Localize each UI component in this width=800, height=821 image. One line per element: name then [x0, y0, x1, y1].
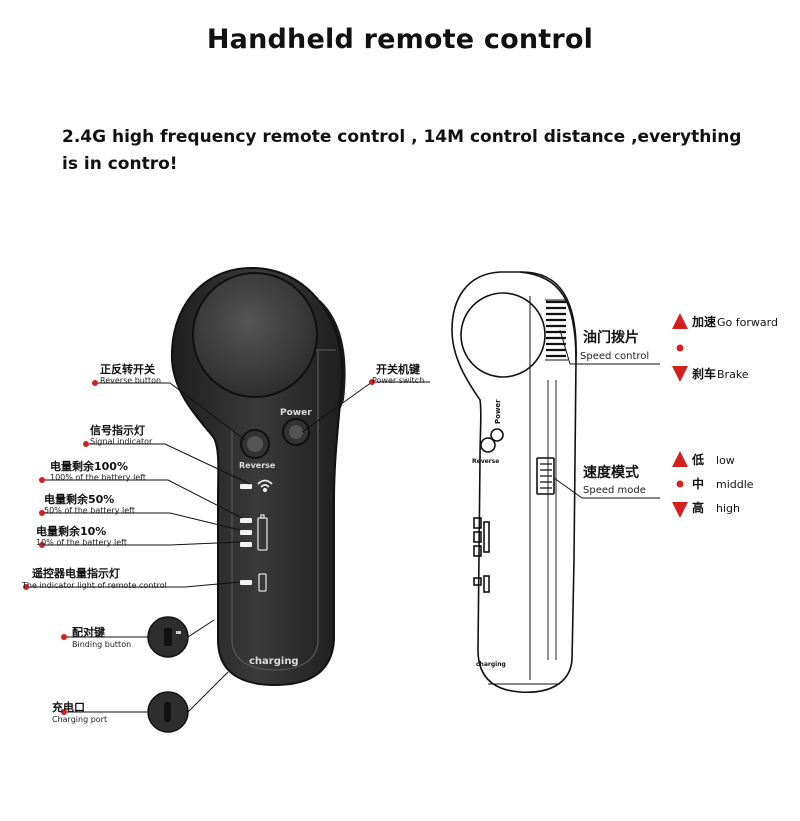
signal-indicator-cn: 信号指示灯: [90, 424, 145, 437]
outline-charging-text: charging: [476, 661, 506, 668]
low-option: 低 low: [692, 454, 735, 466]
dark-remote-front: Power Reverse charging: [170, 266, 346, 687]
brake-option: 刹车Brake: [692, 368, 749, 380]
brake-en: Brake: [717, 368, 749, 381]
reverse-button-cn: 正反转开关: [100, 363, 155, 376]
bullet-dots: [23, 344, 684, 715]
led-battery-50: [240, 530, 252, 535]
middle-cn: 中: [692, 477, 705, 491]
leader-lines: [26, 329, 660, 713]
power-switch-en: Power switch: [372, 376, 425, 385]
led-battery-10: [240, 542, 252, 547]
signal-indicator-en: Signal indicator: [90, 437, 153, 446]
small-battery-icon: [258, 573, 267, 592]
high-option: 高 high: [692, 502, 740, 514]
charging-port-en: Charging port: [52, 715, 108, 724]
battery-100-en: 100% of the battery left: [50, 473, 147, 482]
low-en: low: [716, 454, 735, 467]
speed-control-en: Speed control: [580, 351, 650, 362]
battery-10-en: 10% of the battery left: [36, 538, 127, 547]
screen-disc: [192, 272, 318, 398]
page-subtitle: 2.4G high frequency remote control , 14M…: [62, 127, 742, 174]
go-forward-option: 加速Go forward: [692, 316, 778, 328]
high-en: high: [716, 502, 740, 515]
arrow-up-icon: [672, 451, 688, 467]
battery-50-en: 50% of the battery left: [44, 506, 135, 515]
reverse-text: Reverse: [239, 461, 276, 470]
low-cn: 低: [692, 453, 705, 467]
binding-button-zoom: [147, 616, 189, 658]
remote-indicator-en: The indicator light of remote control: [22, 581, 167, 590]
charging-text: charging: [249, 656, 299, 667]
led-signal: [240, 484, 252, 489]
high-cn: 高: [692, 501, 705, 515]
battery-10-cn: 电量剩余10%: [36, 525, 107, 538]
battery-100-cn: 电量剩余100%: [50, 460, 128, 473]
middle-en: middle: [716, 478, 754, 491]
arrow-down-icon: [672, 366, 688, 382]
page-title: Handheld remote control: [206, 24, 594, 55]
power-switch-cn: 开关机键: [376, 363, 420, 376]
arrow-icons: [672, 313, 688, 518]
binding-button-en: Binding button: [72, 640, 132, 649]
binding-button-cn: 配对键: [72, 626, 105, 639]
outline-remote-side: [451, 271, 577, 694]
charging-port-cn: 充电口: [52, 701, 85, 714]
led-battery-100: [240, 518, 252, 523]
speed-mode-en: Speed mode: [583, 485, 646, 496]
battery-50-cn: 电量剩余50%: [44, 493, 115, 506]
reverse-button-en: Reverse button: [100, 376, 162, 385]
speed-control-cn: 油门拨片: [583, 330, 639, 346]
go-forward-en: Go forward: [717, 316, 778, 329]
outline-reverse-text: Reverse: [472, 458, 499, 465]
battery-icon: [257, 514, 268, 551]
middle-option: 中 middle: [692, 478, 754, 490]
charging-port-zoom: [147, 691, 189, 733]
arrow-up-icon: [672, 313, 688, 329]
signal-wifi-icon: [257, 479, 273, 493]
outline-power-text: Power: [494, 399, 502, 424]
speed-mode-cn: 速度模式: [583, 465, 639, 481]
brake-cn: 刹车: [692, 367, 717, 381]
arrow-down-icon: [672, 502, 688, 518]
remote-indicator-cn: 遥控器电量指示灯: [32, 567, 120, 580]
led-remote: [240, 580, 252, 585]
power-text: Power: [280, 408, 312, 418]
go-forward-cn: 加速: [692, 315, 717, 329]
